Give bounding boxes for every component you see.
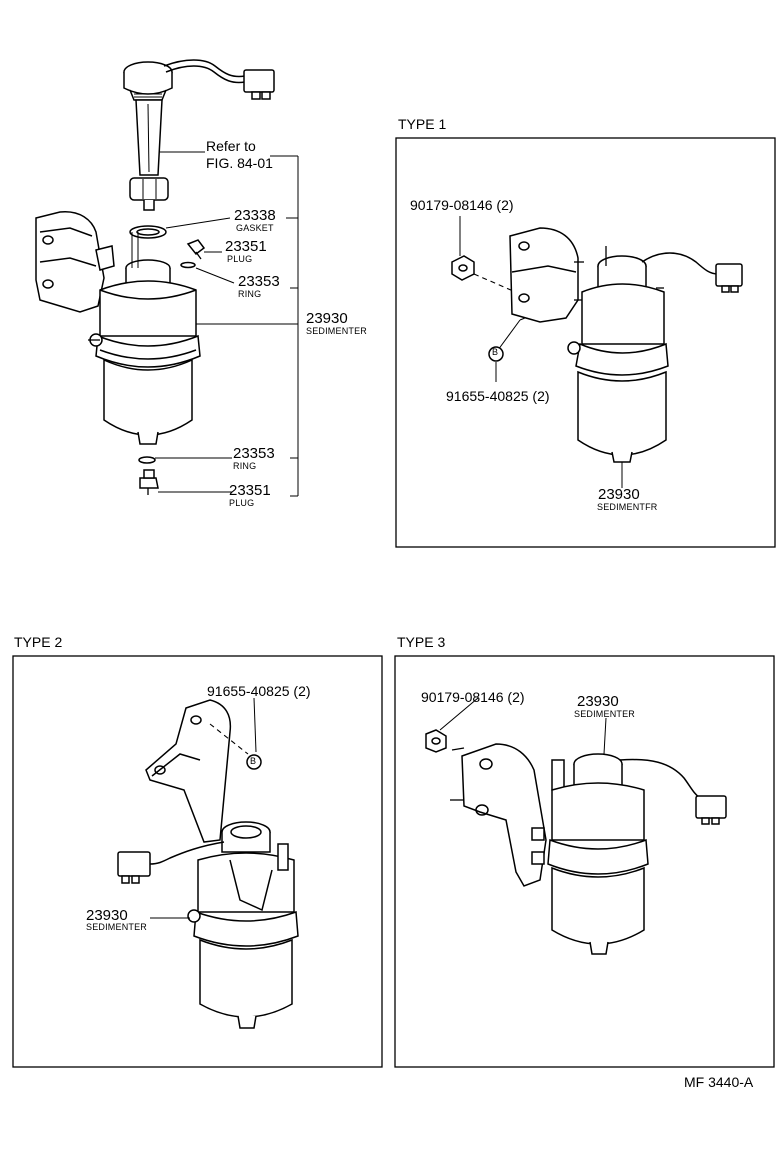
type2-title: TYPE 2 (14, 634, 63, 650)
plug-part-bottom (139, 469, 159, 495)
callout-number-ring-bottom: 23353 (233, 445, 275, 462)
type2-marker (246, 754, 262, 770)
callout-number-plug-bottom: 23351 (229, 482, 271, 499)
callout-number-plug-top: 23351 (225, 238, 267, 255)
type1-part-b: 91655-40825 (2) (446, 388, 550, 404)
ring-part-top (180, 261, 196, 269)
type3-part-a: 90179-08146 (2) (421, 689, 525, 705)
type3-title: TYPE 3 (397, 634, 446, 650)
type3-main-number: 23930 (577, 693, 619, 710)
gasket-part (129, 225, 167, 239)
refer-text-line1: Refer to (206, 138, 256, 154)
mount-bracket (35, 211, 115, 313)
type2-part-b: 91655-40825 (2) (207, 683, 311, 699)
type2-frame (12, 655, 383, 1068)
callout-number-ring-top: 23353 (238, 273, 280, 290)
sedimenter-body-main (88, 232, 201, 445)
ring-part-bottom (138, 456, 156, 464)
type1-marker-label: B (492, 347, 499, 357)
type3-frame (394, 655, 775, 1068)
figure-code: MF 3440-A (684, 1074, 754, 1090)
main-exploded-view (35, 59, 299, 497)
type1-frame (395, 137, 776, 548)
type1-main-desc: SEDIMENTFR (597, 502, 658, 512)
callout-desc-ring-bottom: RING (233, 461, 257, 471)
callout-desc-plug-top: PLUG (227, 254, 253, 264)
type2-illustration (117, 697, 299, 1029)
sensor-head (123, 59, 275, 211)
type2-main-desc: SEDIMENTER (86, 922, 148, 932)
callout-number-sedimenter: 23930 (306, 310, 348, 327)
callout-desc-ring-top: RING (238, 289, 262, 299)
plug-part-top (186, 239, 206, 260)
type3-main-desc: SEDIMENTER (574, 709, 636, 719)
type1-marker (488, 346, 504, 362)
type2-marker-label: B (250, 756, 257, 766)
refer-text-line2: FIG. 84-01 (206, 155, 273, 171)
type2-main-number: 23930 (86, 907, 128, 924)
callout-number-gasket: 23338 (234, 207, 276, 224)
type3-illustration (425, 697, 727, 955)
type1-illustration (451, 216, 743, 488)
leader-lines-main (155, 151, 299, 497)
type1-main-number: 23930 (598, 486, 640, 503)
callout-desc-gasket: GASKET (236, 223, 274, 233)
callout-desc-sedimenter: SEDIMENTER (306, 326, 368, 336)
callout-desc-plug-bottom: PLUG (229, 498, 255, 508)
type1-part-a: 90179-08146 (2) (410, 197, 514, 213)
type1-title: TYPE 1 (398, 116, 447, 132)
